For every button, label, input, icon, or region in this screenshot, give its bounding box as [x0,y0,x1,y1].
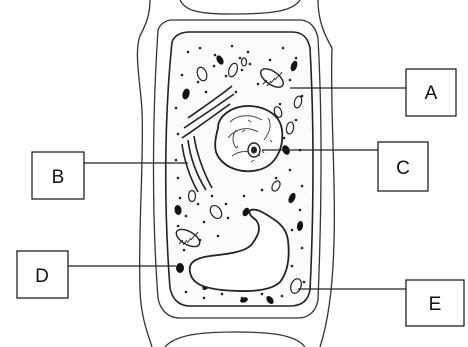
nucleolus-core [251,147,257,154]
label-box-c: C [378,142,428,191]
label-box-d: D [17,251,68,298]
label-box-a: A [406,69,456,116]
nucleus [215,106,282,171]
label-a: A [425,83,438,104]
label-box-b: B [32,152,84,199]
neighbour-wall-top [180,0,300,14]
label-d: D [35,266,49,287]
label-b: B [52,167,65,188]
neighbour-wall-bottom [165,332,305,347]
label-e: E [429,294,442,315]
label-c: C [396,158,410,179]
label-box-e: E [406,280,464,326]
